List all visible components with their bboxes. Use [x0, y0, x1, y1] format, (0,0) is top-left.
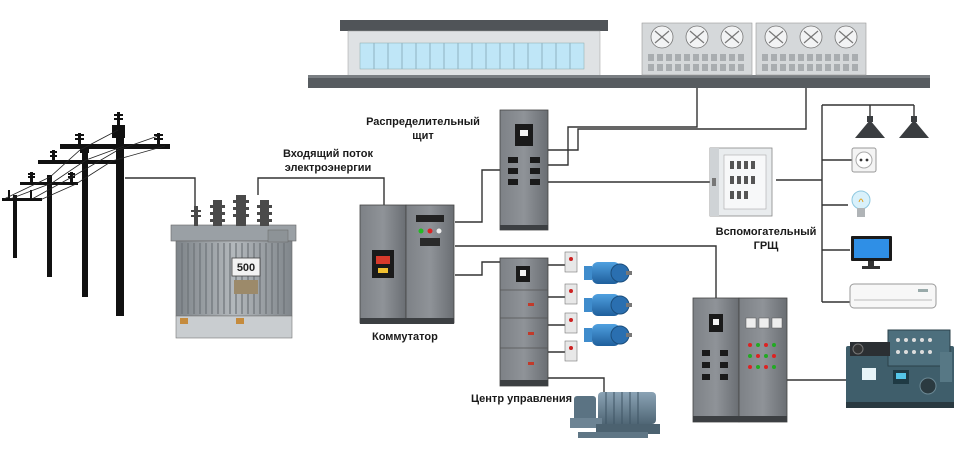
control-center-cabinet — [499, 251, 578, 387]
transformer-rating: 500 — [237, 262, 255, 274]
auxiliary-board-label-line2: ГРЩ — [753, 240, 779, 252]
wiring — [125, 88, 915, 392]
distribution-board-label-line2: щит — [412, 130, 434, 142]
breaker-panel-icon — [709, 147, 773, 217]
switchgear-cabinet — [359, 204, 455, 324]
wire-pole-to-transformer — [125, 177, 196, 215]
wire-switchgear-to-distboard — [455, 169, 500, 223]
socket-icon — [851, 147, 877, 173]
distribution-board-label: Распределительный щит — [358, 115, 488, 143]
incoming-flow-label: Входящий поток электроэнергии — [269, 147, 387, 175]
wire-to-pump — [548, 377, 605, 392]
compressor-icon — [846, 329, 954, 408]
auxiliary-board-label: Вспомогательный ГРЩ — [712, 225, 820, 253]
building-icon — [308, 20, 930, 88]
auxiliary-board-label-line1: Вспомогательный — [715, 226, 817, 238]
wire-transformer-to-switchgear — [257, 177, 385, 205]
motor-control-cabinet — [692, 297, 788, 423]
lamp-icon — [855, 116, 929, 138]
light-bulb-icon — [851, 190, 871, 217]
switchgear-label: Коммутатор — [372, 331, 438, 343]
control-center-label: Центр управления — [471, 393, 573, 405]
distribution-board-cabinet — [499, 109, 549, 231]
wire-distboard-to-roof1 — [548, 88, 698, 166]
distribution-board-label-line1: Распределительный — [366, 116, 480, 128]
wire-switchgear-to-mcc — [455, 245, 717, 298]
transformer-icon — [170, 195, 297, 339]
wire-to-lamps — [822, 104, 915, 118]
motor-icon — [584, 262, 632, 346]
wire-switchgear-to-control — [455, 261, 500, 276]
power-pole-icon — [2, 112, 170, 316]
incoming-flow-label-line1: Входящий поток — [282, 148, 374, 160]
monitor-icon — [851, 236, 892, 269]
ac-fan-unit-icon — [641, 22, 867, 76]
incoming-flow-label-line2: электроэнергии — [284, 162, 372, 174]
pump-icon — [570, 392, 660, 438]
air-conditioner-icon — [849, 283, 937, 309]
wire-distboard-to-roof2 — [548, 88, 807, 151]
